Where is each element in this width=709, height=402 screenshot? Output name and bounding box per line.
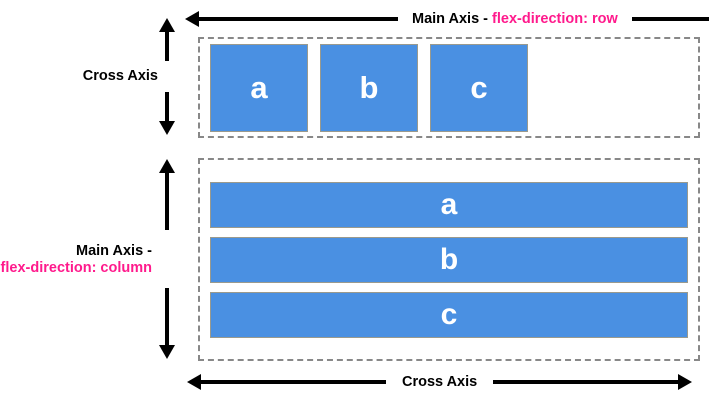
arrow-right-icon: [493, 380, 680, 384]
row-flex-container: a b c: [198, 37, 700, 138]
main-axis-row-arrow-group: Main Axis - flex-direction: row: [0, 6, 709, 32]
row-flex-item-c: c: [430, 43, 528, 132]
cross-axis-bottom-arrow-group: Cross Axis: [0, 368, 709, 396]
arrow-right-icon: [631, 17, 709, 21]
main-axis-row-label-code: flex-direction: row: [492, 10, 618, 27]
cross-axis-down-arrow-icon: [165, 92, 169, 122]
column-flex-container: a b c: [198, 158, 700, 361]
column-flex-item-b: b: [210, 236, 688, 283]
column-flex-item-c: c: [210, 291, 688, 338]
row-flex-item-b: b: [320, 43, 418, 132]
main-axis-column-label-prefix: Main Axis -: [75, 243, 152, 259]
cross-axis-up-arrow-icon: [165, 31, 169, 61]
arrow-left-icon: [198, 17, 398, 21]
column-flex-item-a: a: [210, 181, 688, 228]
arrow-left-icon: [200, 380, 386, 384]
main-axis-column-label-code: flex-direction: column: [0, 259, 152, 276]
cross-axis-bottom-label: Cross Axis: [402, 373, 478, 390]
main-axis-column-down-arrow-icon: [165, 288, 169, 346]
row-flex-item-a: a: [210, 43, 308, 132]
main-axis-row-label-prefix: Main Axis -: [412, 10, 493, 27]
main-axis-row-label: Main Axis - flex-direction: row: [398, 11, 632, 28]
cross-axis-left-label: Cross Axis: [82, 68, 158, 84]
main-axis-column-up-arrow-icon: [165, 172, 169, 230]
main-axis-column-label: Main Axis - flex-direction: column: [0, 243, 152, 276]
